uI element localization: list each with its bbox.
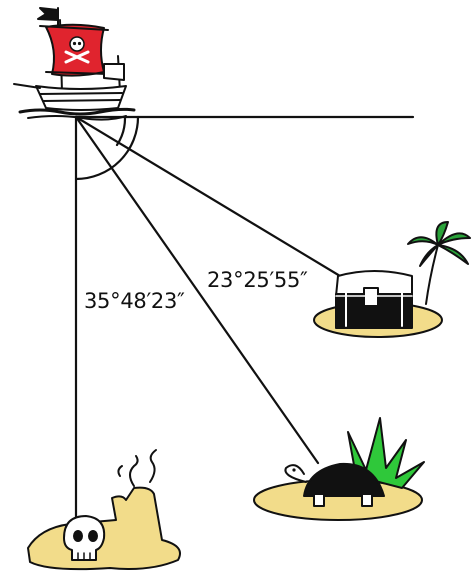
line-to-chest-island [74, 115, 352, 284]
angle-outer-label: 35°48′23″ [84, 289, 185, 313]
turtle-island-icon [253, 417, 425, 521]
sight-lines [74, 115, 415, 520]
line-to-turtle-island [74, 115, 320, 465]
pirate-ship-icon [13, 7, 136, 121]
skull-sand-island-icon [27, 449, 181, 571]
angle-inner-label: 23°25′55″ [207, 268, 308, 292]
angle-arc-inner [115, 115, 127, 147]
treasure-chest-island-icon [313, 221, 471, 338]
angle-arc-outer [74, 115, 140, 181]
